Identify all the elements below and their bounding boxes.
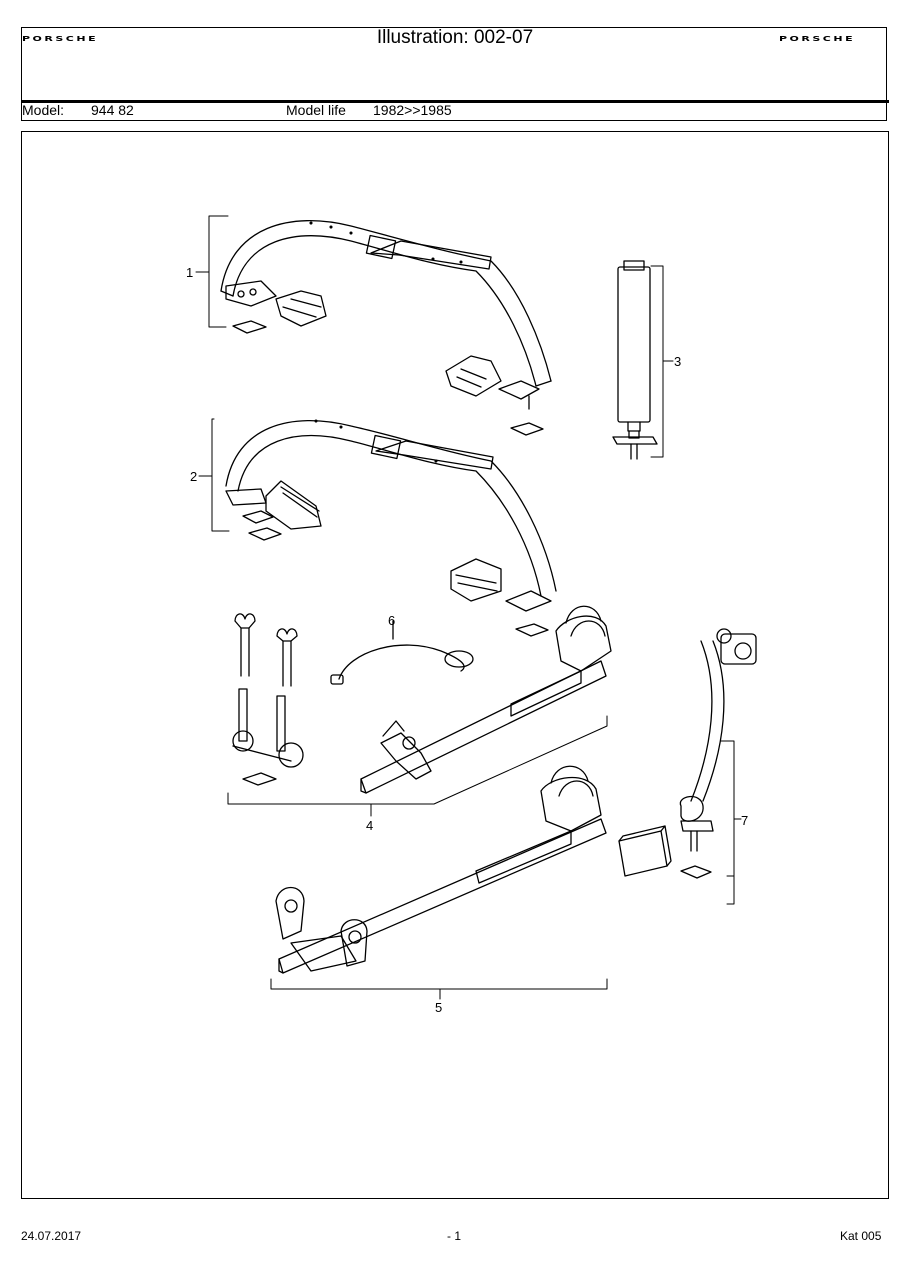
callout-1: 1 bbox=[186, 265, 193, 280]
part-1-wheel-holder bbox=[220, 220, 552, 436]
header-rule bbox=[21, 100, 889, 103]
footer-catalog: Kat 005 bbox=[840, 1229, 882, 1243]
bracket-2 bbox=[211, 418, 230, 532]
bracket-3 bbox=[650, 265, 664, 458]
callout-5: 5 bbox=[435, 1000, 442, 1015]
bracket-4 bbox=[227, 715, 608, 805]
callout-brackets bbox=[195, 215, 742, 1000]
porsche-logo-left: PORSCHE bbox=[22, 35, 99, 43]
illustration-title: Illustration: 002-07 bbox=[376, 27, 534, 48]
model-life-label: Model life bbox=[286, 102, 346, 118]
porsche-logo-right: PORSCHE bbox=[779, 35, 856, 43]
parts-illustration: 1 2 3 4 5 6 7 bbox=[186, 215, 757, 1015]
model-life-value: 1982>>1985 bbox=[373, 102, 452, 118]
callout-3: 3 bbox=[674, 354, 681, 369]
callout-7: 7 bbox=[741, 813, 748, 828]
part-4-roof-bar bbox=[232, 605, 612, 794]
part-5-roof-bar bbox=[275, 765, 607, 974]
model-value: 944 82 bbox=[91, 102, 134, 118]
drawing-frame bbox=[21, 131, 889, 1199]
model-label: Model: bbox=[22, 102, 65, 118]
part-2-wheel-holder bbox=[225, 419, 557, 637]
part-7-mounting-bracket bbox=[618, 628, 757, 879]
part-3-post bbox=[612, 260, 658, 460]
part-6-cable-lock bbox=[330, 620, 474, 685]
bracket-5 bbox=[270, 978, 608, 990]
callout-4: 4 bbox=[366, 818, 373, 833]
callout-6: 6 bbox=[388, 613, 395, 628]
header-box bbox=[21, 27, 887, 121]
callout-2: 2 bbox=[190, 469, 197, 484]
bracket-7 bbox=[720, 740, 735, 905]
bracket-1 bbox=[208, 215, 229, 328]
footer-page: - 1 bbox=[447, 1229, 462, 1243]
footer-date: 24.07.2017 bbox=[21, 1229, 82, 1243]
